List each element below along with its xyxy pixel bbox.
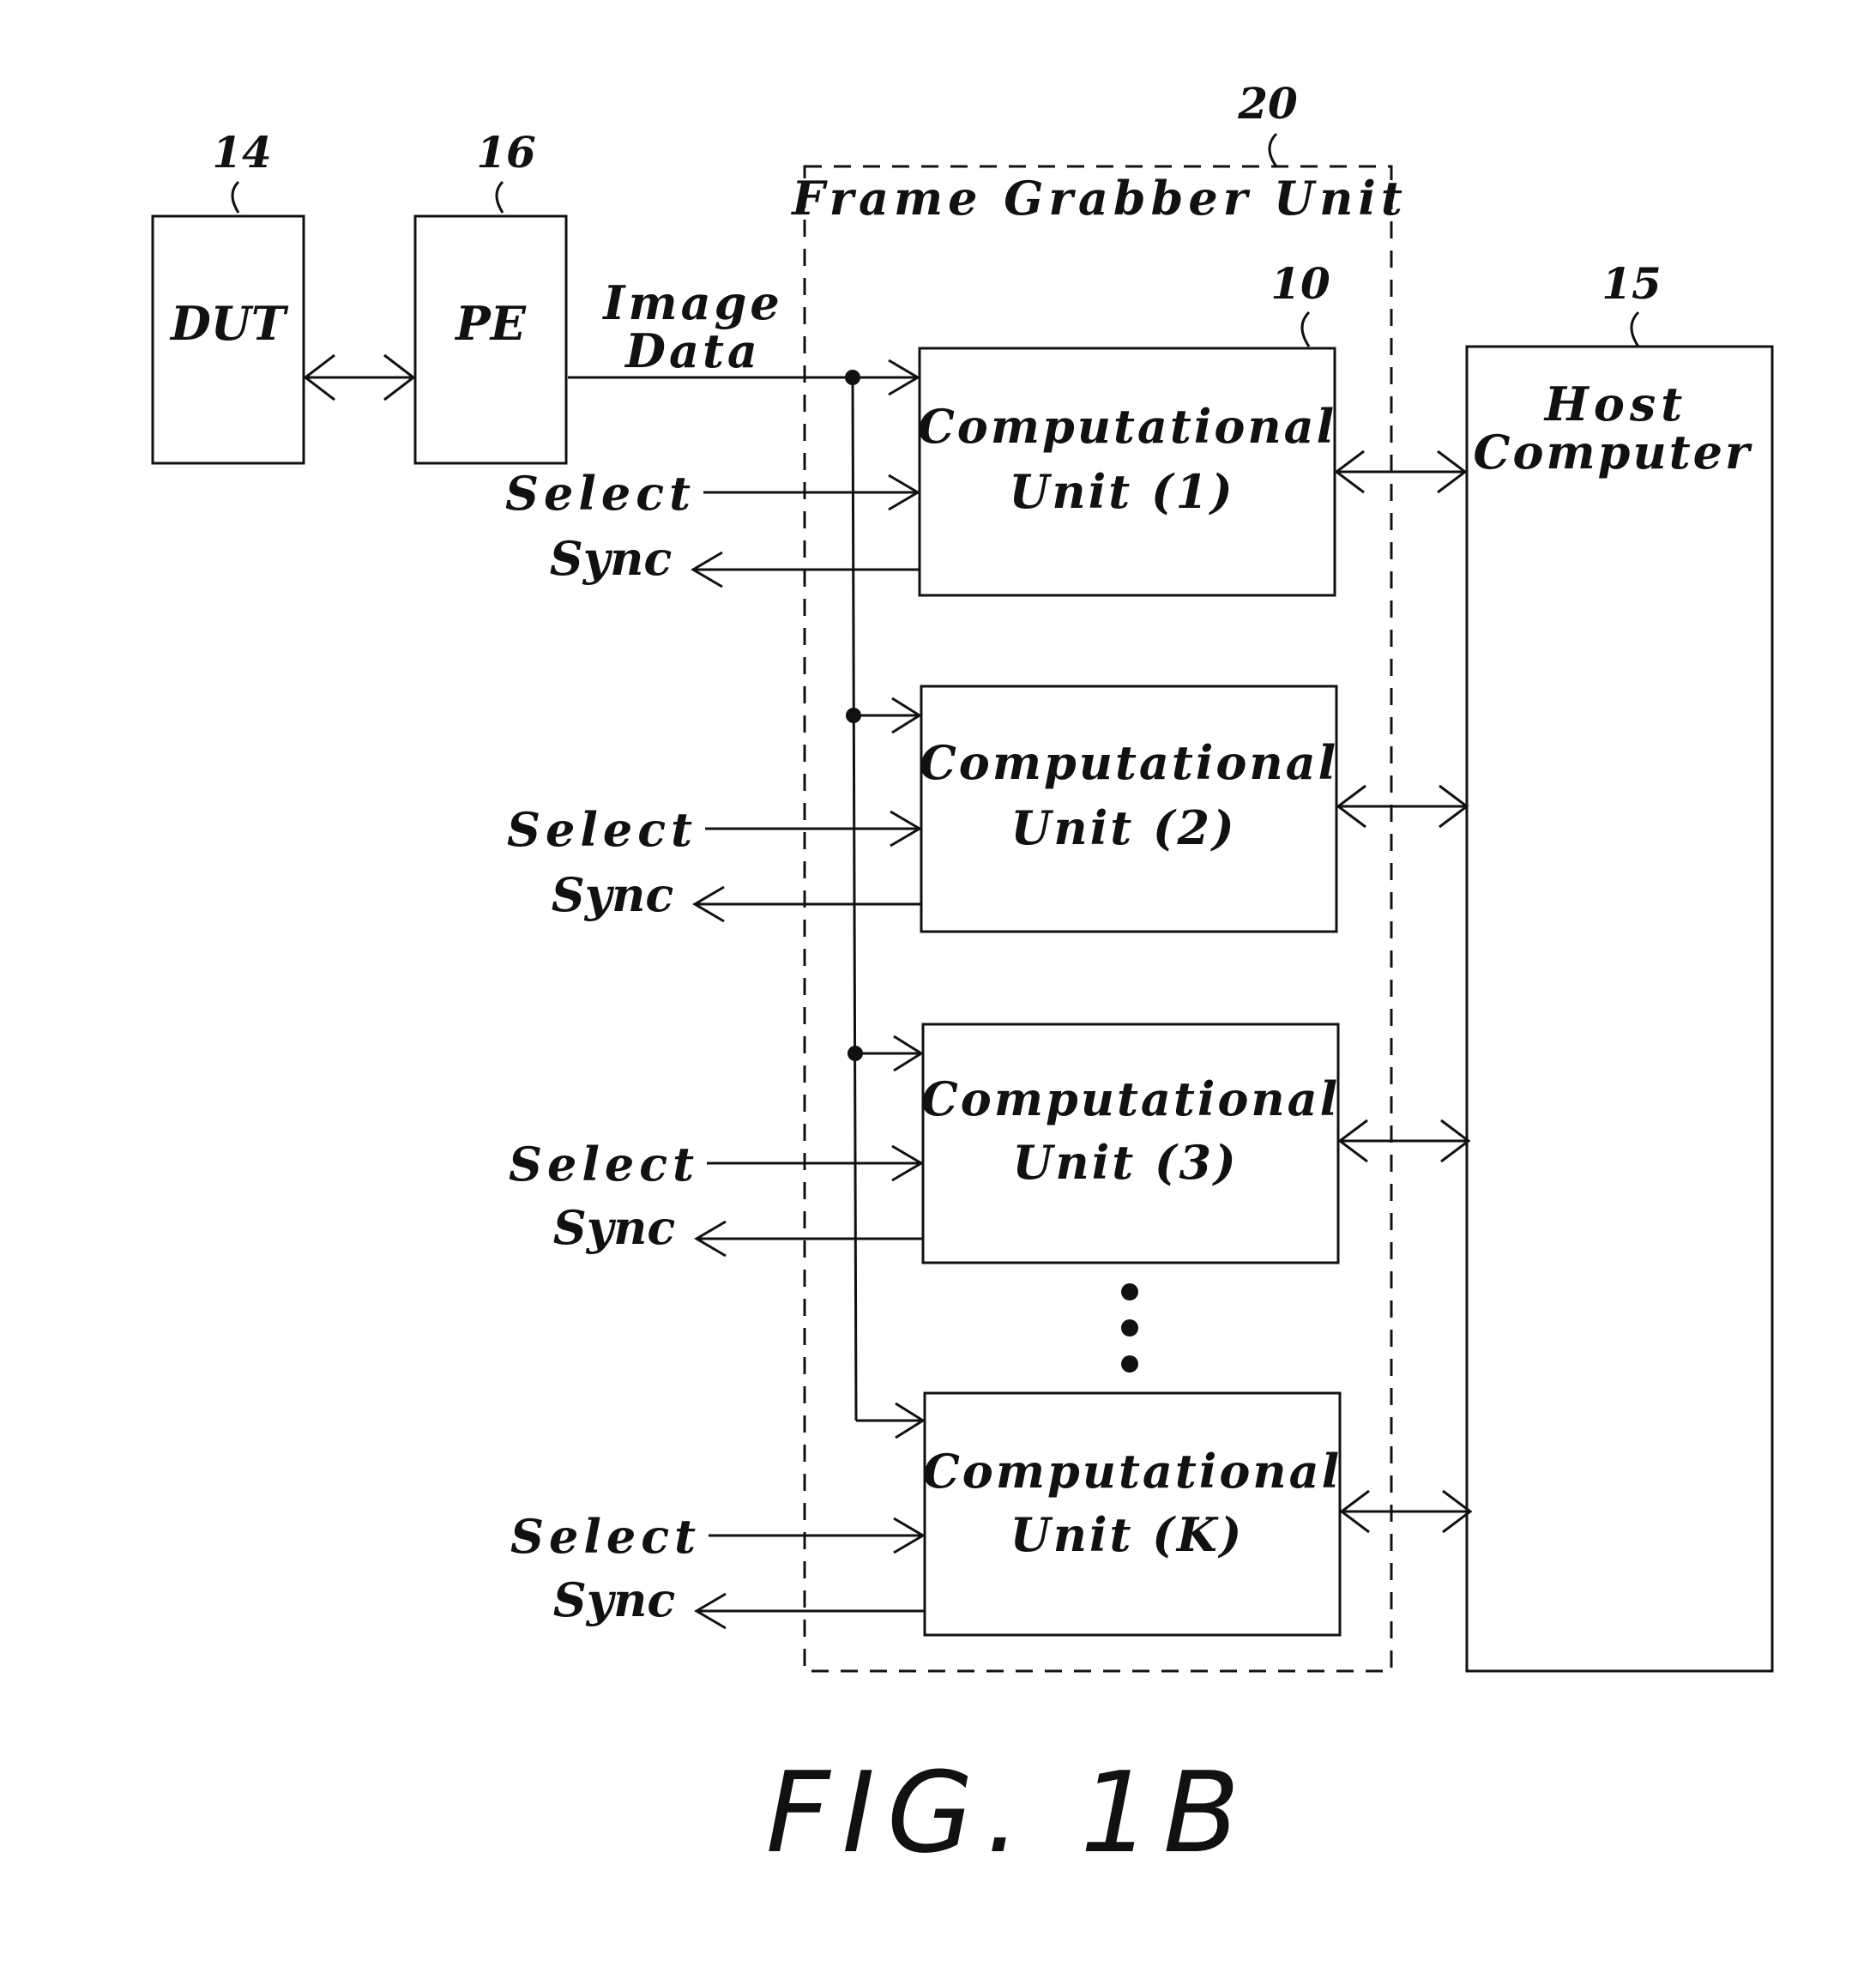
ellipsis-dot: [1121, 1319, 1138, 1336]
bus-branch-arrow: [855, 1036, 921, 1071]
unit-host-bidirectional-arrow: [1340, 1120, 1469, 1161]
unit-k-label-line2: Unit (K): [1010, 1507, 1245, 1562]
unit-2-label-line1: Computational: [920, 735, 1338, 790]
computational-unit-1: Computational Unit (1): [918, 348, 1336, 595]
host-label-line2: Computer: [1474, 425, 1752, 480]
select-arrow: [709, 1518, 923, 1553]
sync-arrow: [693, 552, 920, 587]
unit-1-label-line1: Computational: [918, 399, 1336, 454]
sync-arrow: [697, 1594, 925, 1628]
dut-ref-number: 14: [212, 127, 272, 178]
image-data-label-line2: Data: [624, 323, 761, 378]
ellipsis-dot: [1121, 1283, 1138, 1300]
host-computer-block: Host Computer: [1467, 347, 1772, 1671]
unit-host-bidirectional-arrow: [1342, 1491, 1470, 1532]
figure-caption: FIG. 1B: [766, 1747, 1252, 1878]
pe-block: PE: [415, 216, 566, 463]
sync-arrow: [697, 1222, 923, 1256]
unit-host-bidirectional-arrow: [1338, 786, 1467, 827]
unit-1-label-line2: Unit (1): [1009, 464, 1234, 519]
frame-grabber-ref-leader: [1270, 134, 1276, 166]
host-ref-number: 15: [1602, 258, 1662, 309]
unit-k-label-line1: Computational: [923, 1444, 1342, 1499]
dut-pe-bidirectional-arrow: [305, 355, 413, 400]
select-label: Select: [510, 1509, 701, 1564]
image-data-label-line1: Image: [601, 275, 783, 330]
unit-ref-number: 10: [1270, 258, 1330, 309]
bus-branch-arrow: [854, 698, 920, 733]
unit-3-label-line1: Computational: [921, 1071, 1340, 1126]
dut-ref-leader: [232, 182, 238, 213]
bus-junction-dot: [845, 370, 860, 385]
dut-label: DUT: [169, 296, 289, 351]
select-arrow: [703, 475, 918, 510]
computational-unit-k: Computational Unit (K): [923, 1393, 1342, 1635]
pe-label: PE: [454, 296, 527, 351]
sync-label: Sync: [550, 531, 673, 586]
unit-ref-leader: [1302, 312, 1309, 347]
pe-ref-number: 16: [476, 127, 536, 178]
ellipsis-dot: [1121, 1355, 1138, 1373]
sync-label: Sync: [553, 1572, 676, 1627]
select-label: Select: [509, 1137, 699, 1192]
select-label: Select: [507, 802, 697, 857]
image-data-bus: [853, 377, 856, 1421]
unit-3-label-line2: Unit (3): [1012, 1135, 1238, 1190]
unit-2-label-line2: Unit (2): [1010, 800, 1236, 855]
sync-arrow: [695, 887, 921, 921]
select-label: Select: [505, 466, 696, 521]
bus-branch-arrow: [856, 1403, 923, 1438]
select-arrow: [707, 1146, 921, 1180]
host-ref-leader: [1632, 312, 1638, 347]
dut-block: DUT: [153, 216, 304, 463]
frame-grabber-label: Frame Grabber Unit: [790, 171, 1408, 226]
host-label-line1: Host: [1543, 377, 1687, 431]
sync-label: Sync: [553, 1200, 676, 1255]
unit-host-bidirectional-arrow: [1336, 451, 1465, 492]
frame-grabber-ref-number: 20: [1237, 78, 1298, 129]
pe-ref-leader: [497, 182, 503, 213]
computational-unit-3: Computational Unit (3): [921, 1024, 1340, 1263]
select-arrow: [705, 812, 920, 846]
computational-unit-2: Computational Unit (2): [920, 686, 1338, 932]
sync-label: Sync: [552, 867, 674, 922]
